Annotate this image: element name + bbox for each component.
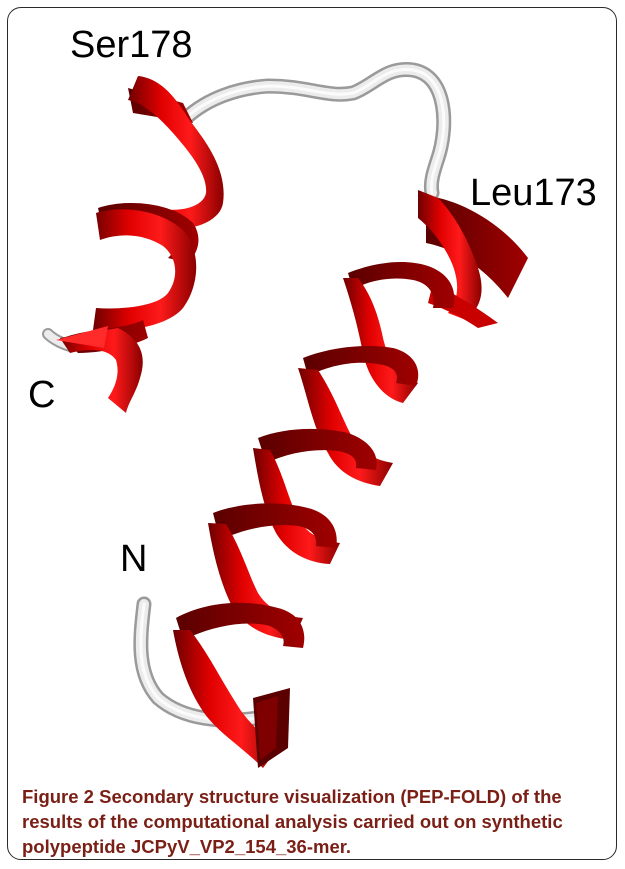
label-c-terminus: C [28,376,55,414]
figure-panel: Ser178 Leu173 C N Figure 2 Secondary str… [7,7,617,860]
figure-caption-text: Secondary structure visualization (PEP-F… [22,786,563,857]
peptide-structure-image [8,8,617,768]
figure-caption: Figure 2 Secondary structure visualizati… [22,784,612,859]
figure-number: Figure 2 [22,786,94,807]
label-n-terminus: N [120,540,147,578]
label-ser178: Ser178 [70,26,193,64]
label-leu173: Leu173 [470,174,597,212]
short-helix [56,76,224,413]
long-helix [173,190,528,768]
